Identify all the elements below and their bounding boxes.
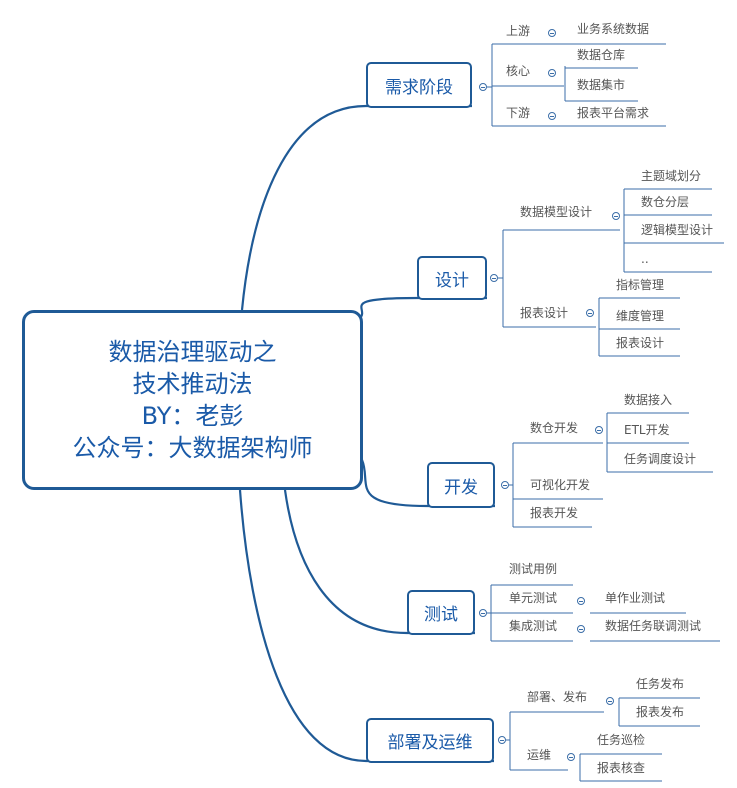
leaf-label[interactable]: 报表核查 (597, 761, 646, 775)
leaf-label[interactable]: 维度管理 (616, 309, 665, 323)
leaf-label[interactable]: 任务发布 (636, 677, 685, 691)
branch-node-1[interactable]: 需求阶段 (366, 62, 472, 108)
sub-label[interactable]: 报表设计 (520, 306, 569, 320)
branch-node-3[interactable]: 开发 (427, 462, 495, 508)
root-line-3: BY：老彭 (141, 402, 244, 430)
sub-label[interactable]: 运维 (527, 748, 552, 762)
root-line-4: 公众号：大数据架构师 (72, 434, 313, 462)
leaf-label[interactable]: 逻辑模型设计 (641, 223, 714, 237)
collapse-icon[interactable] (548, 69, 556, 77)
collapse-icon[interactable] (595, 426, 603, 434)
collapse-icon[interactable] (548, 112, 556, 120)
leaf-label[interactable]: 主题域划分 (641, 169, 702, 183)
sub-label[interactable]: 报表开发 (530, 506, 579, 520)
collapse-icon[interactable] (567, 753, 575, 761)
sub-label[interactable]: 数据模型设计 (520, 205, 593, 219)
leaf-label[interactable]: 数据任务联调测试 (605, 619, 702, 633)
collapse-icon[interactable] (606, 697, 614, 705)
root-node[interactable]: 数据治理驱动之 技术推动法 BY：老彭 公众号：大数据架构师 (22, 310, 363, 490)
branch-node-2[interactable]: 设计 (417, 256, 487, 300)
sub-label[interactable]: 核心 (506, 64, 531, 78)
sub-label[interactable]: 测试用例 (509, 562, 558, 576)
leaf-label[interactable]: 业务系统数据 (577, 22, 650, 36)
collapse-icon[interactable] (577, 597, 585, 605)
leaf-label[interactable]: 报表设计 (616, 336, 665, 350)
leaf-label[interactable]: 数据接入 (624, 393, 673, 407)
leaf-label[interactable]: 任务巡检 (597, 733, 646, 747)
sub-label[interactable]: 下游 (506, 106, 531, 120)
collapse-icon[interactable] (577, 625, 585, 633)
sub-label[interactable]: 数仓开发 (530, 421, 579, 435)
leaf-label[interactable]: 数据仓库 (577, 48, 626, 62)
leaf-label[interactable]: 数仓分层 (641, 195, 690, 209)
root-line-2: 技术推动法 (132, 370, 253, 398)
leaf-label[interactable]: 指标管理 (616, 278, 665, 292)
branch-node-5[interactable]: 部署及运维 (366, 718, 494, 763)
branch-collapse-icon-3[interactable] (501, 481, 509, 489)
branch-collapse-icon-5[interactable] (498, 736, 506, 744)
leaf-label[interactable]: ETL开发 (624, 423, 670, 437)
leaf-label[interactable]: 任务调度设计 (624, 452, 697, 466)
sub-label[interactable]: 可视化开发 (530, 478, 591, 492)
leaf-label[interactable]: 单作业测试 (605, 591, 666, 605)
sub-label[interactable]: 上游 (506, 24, 531, 38)
leaf-label[interactable]: .. (641, 252, 649, 266)
collapse-icon[interactable] (586, 309, 594, 317)
leaf-label[interactable]: 报表平台需求 (577, 106, 650, 120)
branch-node-4[interactable]: 测试 (407, 590, 475, 635)
branch-collapse-icon-1[interactable] (479, 83, 487, 91)
root-line-1: 数据治理驱动之 (108, 338, 277, 366)
sub-label[interactable]: 单元测试 (509, 591, 558, 605)
leaf-label[interactable]: 数据集市 (577, 78, 626, 92)
collapse-icon[interactable] (548, 29, 556, 37)
branch-collapse-icon-4[interactable] (479, 609, 487, 617)
collapse-icon[interactable] (612, 212, 620, 220)
leaf-label[interactable]: 报表发布 (636, 705, 685, 719)
branch-collapse-icon-2[interactable] (490, 274, 498, 282)
sub-label[interactable]: 集成测试 (509, 619, 558, 633)
sub-label[interactable]: 部署、发布 (527, 690, 588, 704)
